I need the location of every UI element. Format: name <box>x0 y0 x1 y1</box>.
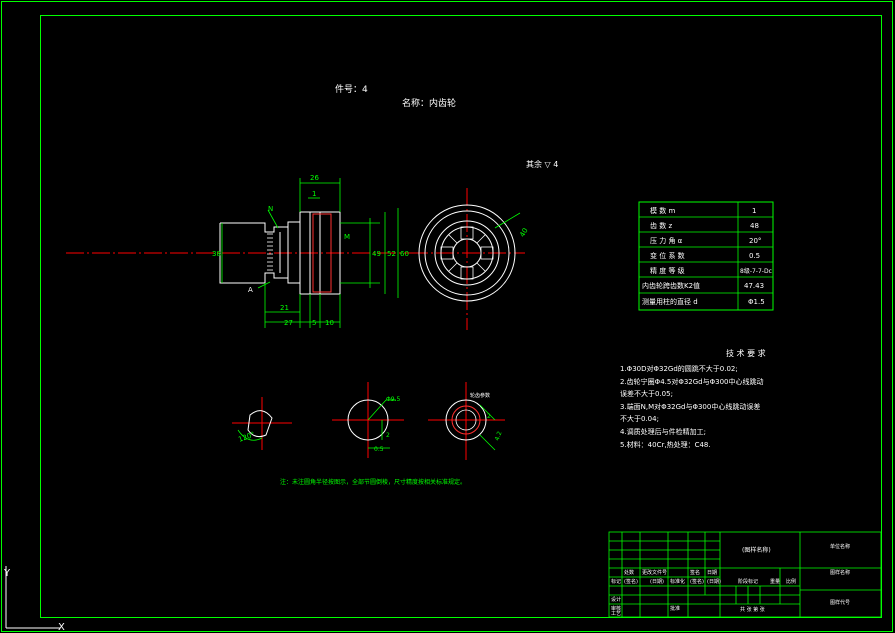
gear-row-6-value: Φ1.5 <box>748 298 765 306</box>
gear-row-3-value: 0.5 <box>749 252 760 260</box>
gear-row-4-label: 精 度 等 级 <box>650 266 685 275</box>
tech-req-line-0: 1.Φ30D对Φ32Gd的圆跳不大于0.02; <box>620 364 738 373</box>
section-dimensions <box>221 178 399 328</box>
dim-5: 5 <box>312 319 316 327</box>
gear-row-0-value: 1 <box>752 207 756 215</box>
gear-row-2-value: 20° <box>749 237 761 245</box>
tb-r3: 图样代号 <box>830 599 850 606</box>
gear-row-1-label: 齿 数 z <box>650 221 672 230</box>
title-block[interactable] <box>608 531 882 618</box>
dim-38: 38 <box>212 250 221 258</box>
tb-c7: (签名) <box>624 578 638 585</box>
dim-4-2: 4.2 <box>494 430 504 442</box>
detail-view-pin[interactable]: Φ9.5 2 0.5 <box>332 382 404 458</box>
tb-c9: 标准化 <box>670 578 685 585</box>
tb-c2: 处数 <box>624 569 634 576</box>
tb-c5: 日期 <box>707 570 717 576</box>
tech-req-line-1: 2.齿轮宁圈Φ4.5对Φ32Gd与Φ300中心线跳动 <box>620 377 763 386</box>
gear-row-4-value: 8级-7-7-Dc <box>740 267 772 275</box>
ucs-axis-icon <box>5 566 60 629</box>
dim-49: 49 <box>372 250 381 258</box>
dim-1: 1 <box>312 190 316 198</box>
tb-c16: 重量 <box>770 578 780 585</box>
section-view[interactable]: 26 1 N 38 M 49 52 60 A 21 27 5 10 <box>66 174 420 328</box>
detail-view-ring[interactable]: 轮齿参数 4.2 2 <box>428 382 505 460</box>
front-spokes <box>440 226 494 280</box>
section-teeth <box>267 233 273 271</box>
technical-requirements: 技 术 要 求 1.Φ30D对Φ32Gd的圆跳不大于0.02; 2.齿轮宁圈Φ4… <box>620 348 766 449</box>
dim-27: 27 <box>284 319 293 327</box>
dim-10: 10 <box>325 319 334 327</box>
tb-c18: 共 张 第 张 <box>740 606 765 613</box>
tb-c17: 比例 <box>786 578 796 585</box>
dim-2: 2 <box>487 413 491 420</box>
front-view[interactable]: 40 <box>410 188 530 330</box>
gear-row-5-label: 内齿轮跨齿数K2值 <box>642 281 700 290</box>
tech-req-title: 技 术 要 求 <box>726 348 766 358</box>
tb-c8: (日期) <box>650 579 664 585</box>
tb-c15: 阶段标记 <box>738 578 758 585</box>
tb-c10: (签名) <box>690 578 704 585</box>
tech-req-line-5: 4.调质处理后与件检精加工; <box>620 427 706 436</box>
tb-c13: 工艺 <box>611 611 621 617</box>
tb-c1: 标记 <box>611 578 621 585</box>
gear-row-3-label: 变 位 系 数 <box>650 251 685 260</box>
dim-m: M <box>344 233 350 241</box>
dim-section-label: 轮齿参数 <box>470 392 490 399</box>
ucs-x-label: X <box>58 622 65 633</box>
dim-phi5: Φ9.5 <box>386 396 400 403</box>
gear-parameter-table[interactable]: 模 数 m 1 齿 数 z 48 压 力 角 α 20° 变 位 系 数 0.5… <box>638 201 774 311</box>
ucs-y-label: Y <box>3 568 11 579</box>
dim-60: 60 <box>400 250 409 258</box>
dim-52: 52 <box>387 250 396 258</box>
dim-a: A <box>248 286 253 294</box>
dim-1-5: 2 <box>386 432 390 439</box>
tb-c6: 设计 <box>611 596 621 603</box>
title-block-text: (图样名称) 标记 处数 更改文件号 签名 日期 设计 (签名) (日期) 标准… <box>611 543 850 617</box>
dim-21: 21 <box>280 304 289 312</box>
gear-row-1-value: 48 <box>750 222 759 230</box>
drawing-note: 注：未注圆角半径按图示，全部节圆倒棱，尺寸精度按相关标准规定。 <box>280 478 466 486</box>
dim-26: 26 <box>310 174 319 182</box>
section-highlight <box>312 213 332 293</box>
part-name-label: 名称：内齿轮 <box>402 97 456 109</box>
gear-row-2-label: 压 力 角 α <box>650 236 683 245</box>
tech-req-line-3: 3.端面N,M对Φ32Gd与Φ300中心线跳动误差 <box>620 402 760 411</box>
detail-view-tooth[interactable]: 120° <box>232 397 292 450</box>
tb-c3: 更改文件号 <box>642 569 667 576</box>
tech-req-line-2: 误差不大于0.05; <box>620 389 673 398</box>
gear-row-6-label: 测量用柱的直径 d <box>642 297 698 306</box>
roughness-label: 其余 ▽ 4 <box>526 159 558 169</box>
tb-r2: 图样名称 <box>830 569 850 576</box>
dim-n: N <box>268 205 273 213</box>
tech-req-line-4: 不大于0.04; <box>620 414 659 423</box>
tb-c12: 审核 <box>611 605 621 612</box>
title-block-drawing-name: (图样名称) <box>742 546 771 554</box>
gear-row-0-label: 模 数 m <box>650 206 675 215</box>
part-number-label: 件号：4 <box>335 83 368 95</box>
tb-c11: (日期) <box>707 579 721 585</box>
dim-40: 40 <box>518 227 529 239</box>
tech-req-line-6: 5.材料：40Cr,热处理：C48. <box>620 440 711 449</box>
gear-row-5-value: 47.43 <box>744 282 764 290</box>
tb-r1: 单位名称 <box>830 543 850 550</box>
tb-c4: 签名 <box>690 569 700 576</box>
tb-c14: 批准 <box>670 605 680 612</box>
dim-0-5: 0.5 <box>374 446 384 453</box>
